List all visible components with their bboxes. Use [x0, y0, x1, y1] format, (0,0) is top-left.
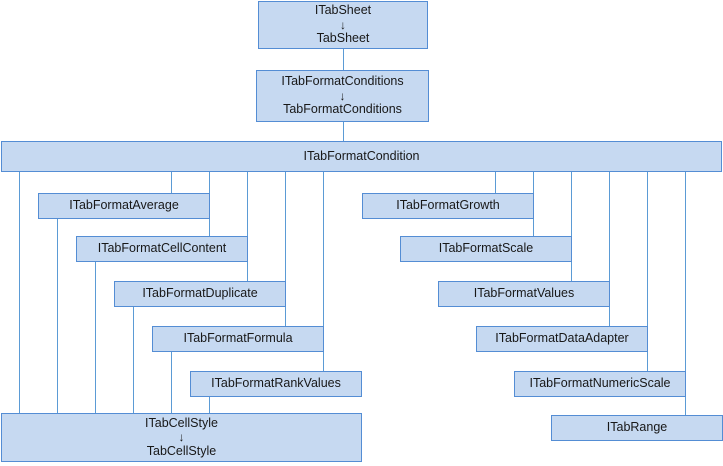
- connector-line: [685, 172, 686, 415]
- interface-name: ITabFormatFormula: [183, 331, 293, 346]
- connector-line: [647, 172, 648, 371]
- down-arrow-icon: ↓: [340, 17, 346, 32]
- connector-line: [209, 397, 210, 413]
- interface-name: ITabSheet: [314, 3, 372, 18]
- connector-line: [609, 172, 610, 326]
- interface-name: ITabFormatDuplicate: [142, 286, 258, 301]
- interface-name: ITabFormatGrowth: [396, 198, 500, 213]
- interface-name: ITabRange: [606, 420, 668, 435]
- class-node-tabcellstyle[interactable]: ITabCellStyle↓TabCellStyle: [1, 413, 362, 462]
- class-node-tabformatscale[interactable]: ITabFormatScale: [400, 236, 572, 262]
- connector-line: [571, 172, 572, 281]
- interface-name: ITabFormatCondition: [303, 148, 420, 163]
- class-node-tabsheet[interactable]: ITabSheet↓TabSheet: [258, 1, 428, 49]
- class-node-tabformatnumericscale[interactable]: ITabFormatNumericScale: [514, 371, 686, 397]
- interface-name: ITabFormatAverage: [69, 198, 179, 213]
- class-node-tabrange[interactable]: ITabRange: [551, 415, 723, 441]
- class-node-tabformatcondition[interactable]: ITabFormatCondition: [1, 141, 722, 172]
- class-node-tabformatformula[interactable]: ITabFormatFormula: [152, 326, 324, 352]
- class-node-tabformatcellcontent[interactable]: ITabFormatCellContent: [76, 236, 248, 262]
- class-node-tabformatvalues[interactable]: ITabFormatValues: [438, 281, 610, 307]
- interface-name: ITabFormatDataAdapter: [495, 331, 629, 346]
- connector-line: [495, 172, 496, 193]
- connector-line: [57, 219, 58, 413]
- down-arrow-icon: ↓: [178, 430, 185, 445]
- down-arrow-icon: ↓: [339, 88, 346, 103]
- interface-name: ITabFormatRankValues: [211, 376, 341, 391]
- connector-line: [343, 49, 344, 70]
- connector-line: [323, 172, 324, 371]
- connector-line: [285, 172, 286, 326]
- class-node-tabformatconditions[interactable]: ITabFormatConditions↓TabFormatConditions: [256, 70, 429, 122]
- class-node-tabformatdataadapter[interactable]: ITabFormatDataAdapter: [476, 326, 648, 352]
- class-node-tabformatgrowth[interactable]: ITabFormatGrowth: [362, 193, 534, 219]
- interface-name: ITabFormatConditions: [281, 74, 404, 89]
- class-node-tabformatrankvalues[interactable]: ITabFormatRankValues: [190, 371, 362, 397]
- class-node-tabformatduplicate[interactable]: ITabFormatDuplicate: [114, 281, 286, 307]
- implementation-name: TabFormatConditions: [283, 102, 402, 117]
- interface-name: ITabFormatNumericScale: [529, 376, 671, 391]
- connector-line: [19, 172, 20, 413]
- implementation-name: TabCellStyle: [146, 443, 217, 458]
- class-node-tabformataverage[interactable]: ITabFormatAverage: [38, 193, 210, 219]
- implementation-name: TabSheet: [316, 31, 370, 46]
- connector-line: [171, 172, 172, 193]
- connector-line: [343, 122, 344, 141]
- connector-line: [171, 352, 172, 413]
- interface-name: ITabFormatCellContent: [97, 241, 227, 256]
- connector-line: [247, 172, 248, 281]
- interface-name: ITabFormatScale: [438, 241, 534, 256]
- connector-line: [95, 262, 96, 413]
- connector-line: [133, 307, 134, 413]
- interface-name: ITabFormatValues: [473, 286, 575, 301]
- interface-name: ITabCellStyle: [145, 415, 218, 430]
